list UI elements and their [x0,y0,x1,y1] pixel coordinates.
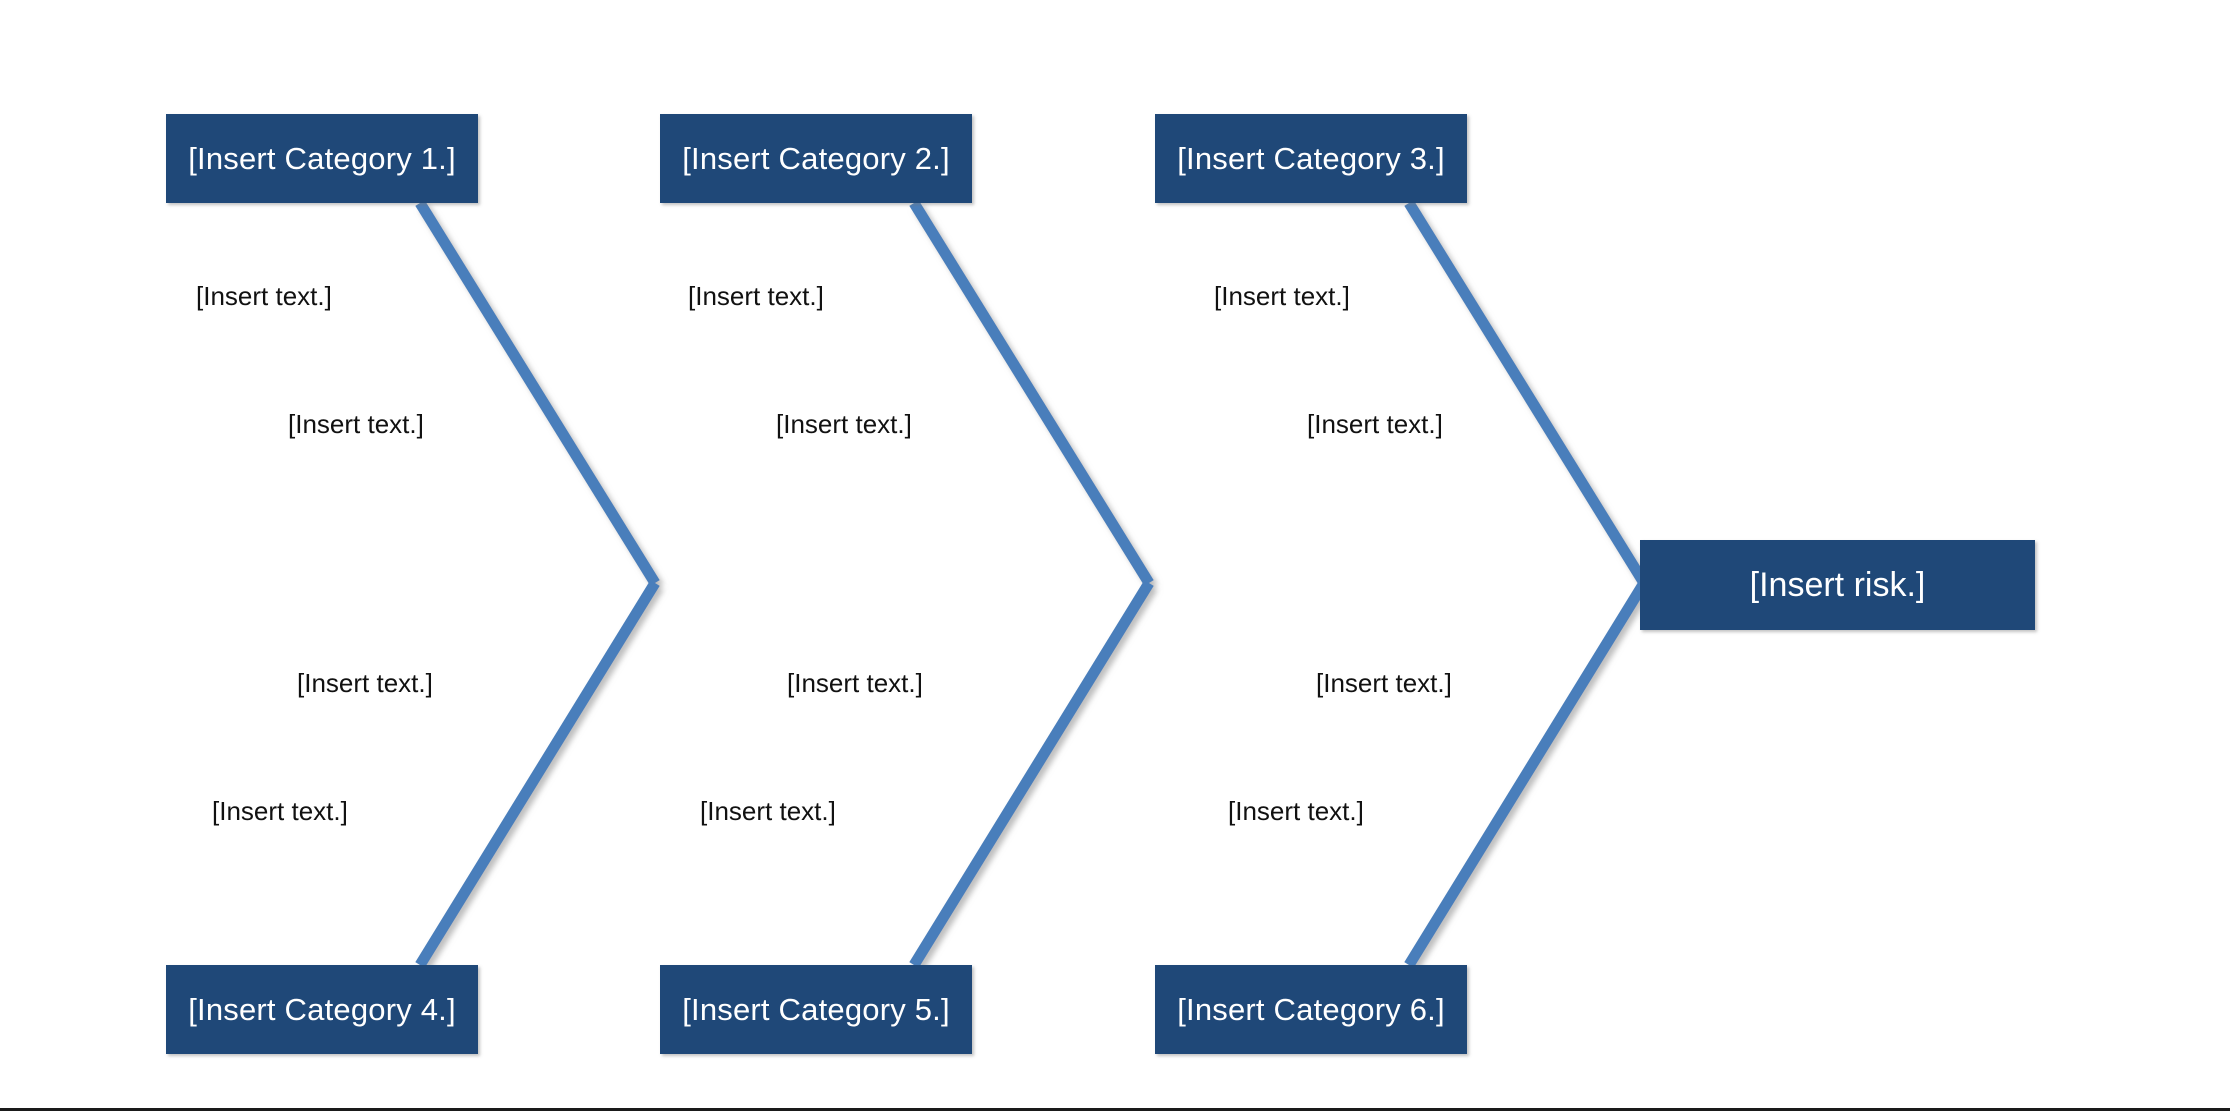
category-box-6[interactable]: [Insert Category 6.] [1155,965,1467,1054]
sub-bone-label-category-2-2[interactable]: [Insert text.] [776,409,912,439]
sub-bone-label-category-2-1[interactable]: [Insert text.] [688,281,824,311]
category-box-1[interactable]: [Insert Category 1.] [166,114,478,203]
category-box-label: [Insert Category 2.] [682,140,950,176]
rib-line-category-5 [909,580,1154,968]
sub-bone-label-category-6-1[interactable]: [Insert text.] [1316,668,1452,698]
rib-line-category-6 [1404,580,1649,968]
category-box-label: [Insert Category 6.] [1177,991,1445,1027]
category-box-4[interactable]: [Insert Category 4.] [166,965,478,1054]
rib-line-category-1 [415,200,660,586]
sub-bone-label-category-5-1[interactable]: [Insert text.] [787,668,923,698]
category-box-label: [Insert Category 5.] [682,991,950,1027]
category-box-3[interactable]: [Insert Category 3.] [1155,114,1467,203]
rib-line-category-3 [1404,200,1649,586]
sub-bone-group [171,322,1571,843]
footer-rule [0,1108,2230,1111]
risk-box-label: [Insert risk.] [1749,565,1926,604]
sub-bone-label-category-4-2[interactable]: [Insert text.] [212,796,348,826]
rib-group [415,200,1649,968]
sub-bone-label-category-3-2[interactable]: [Insert text.] [1307,409,1443,439]
sub-bone-label-category-1-1[interactable]: [Insert text.] [196,281,332,311]
sub-bone-label-category-3-1[interactable]: [Insert text.] [1214,281,1350,311]
sub-bone-label-category-1-2[interactable]: [Insert text.] [288,409,424,439]
rib-line-category-4 [415,580,660,968]
category-box-label: [Insert Category 4.] [188,991,456,1027]
rib-line-category-2 [909,200,1154,586]
sub-bone-label-category-5-2[interactable]: [Insert text.] [700,796,836,826]
category-box-label: [Insert Category 3.] [1177,140,1445,176]
sub-bone-label-category-6-2[interactable]: [Insert text.] [1228,796,1364,826]
risk-box[interactable]: [Insert risk.] [1640,540,2035,630]
category-box-2[interactable]: [Insert Category 2.] [660,114,972,203]
sub-bone-label-category-4-1[interactable]: [Insert text.] [297,668,433,698]
category-box-label: [Insert Category 1.] [188,140,456,176]
category-box-5[interactable]: [Insert Category 5.] [660,965,972,1054]
